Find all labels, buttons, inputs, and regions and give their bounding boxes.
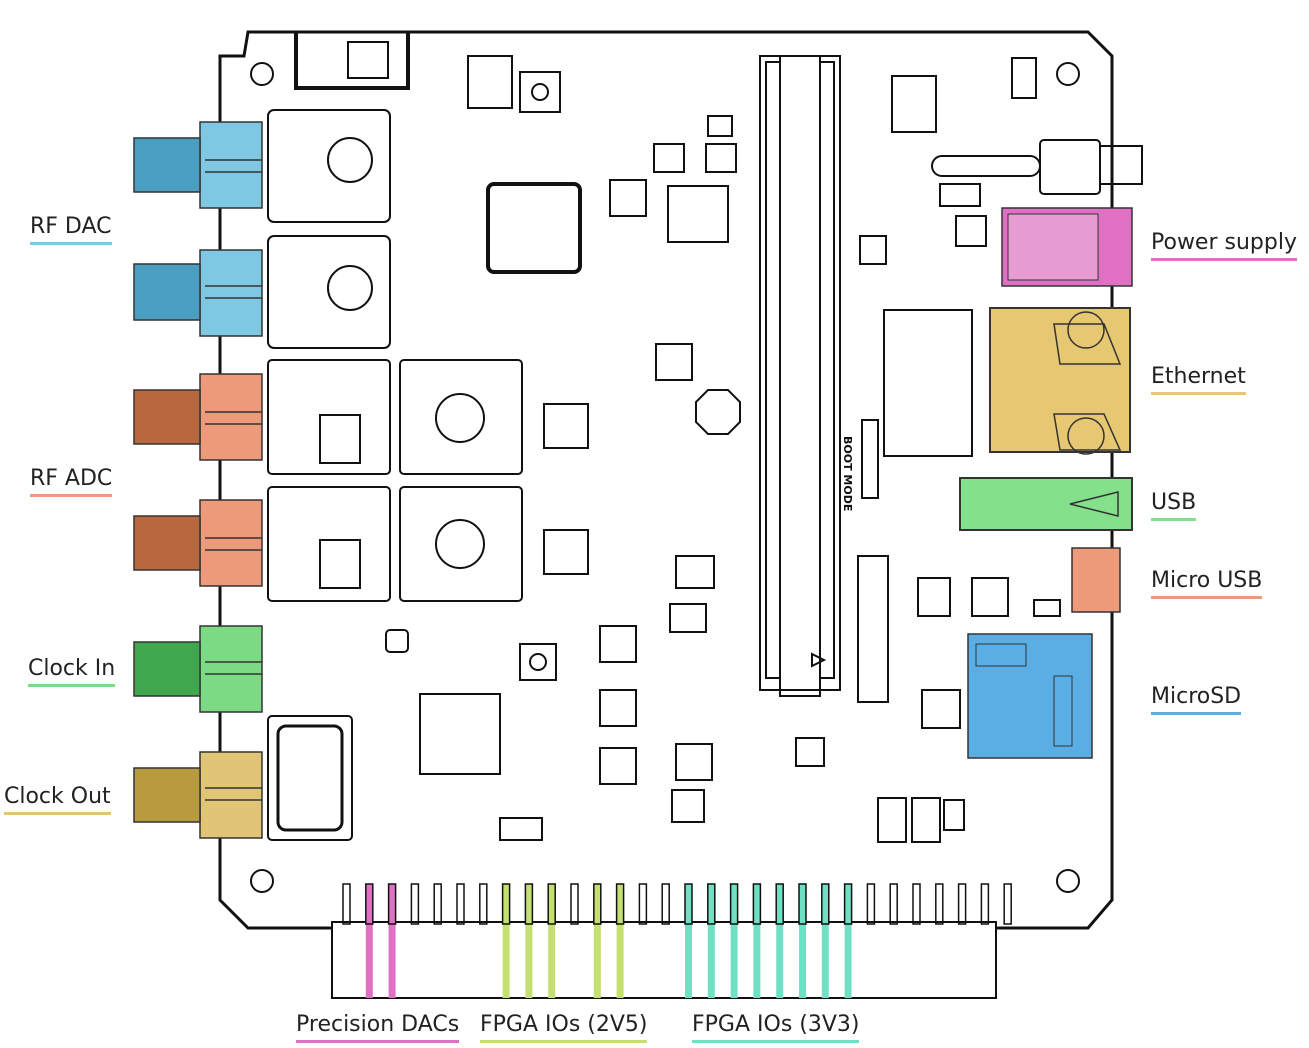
mount-hole	[1056, 869, 1080, 893]
header-pin	[821, 883, 830, 925]
header-pin-highlight	[844, 884, 852, 998]
usb-connector	[959, 477, 1133, 531]
header-pin	[342, 883, 351, 925]
header-pin-highlight	[685, 884, 692, 998]
rf-dac-shield-1	[267, 109, 391, 223]
micro-usb-connector	[1071, 547, 1121, 613]
label-rf-adc: RF ADC	[30, 466, 113, 497]
header-pin	[524, 883, 534, 925]
power-switch	[931, 139, 1143, 195]
header-pin	[935, 883, 944, 925]
oscillator	[267, 715, 353, 841]
clock-in-connector	[133, 625, 263, 713]
header-pin	[866, 883, 876, 925]
header-pin	[798, 883, 807, 925]
label-micro-usb: Micro USB	[1151, 568, 1263, 599]
label-power-supply: Power supply	[1151, 230, 1297, 261]
header-pin-highlight	[753, 884, 761, 998]
ethernet-connector	[989, 307, 1131, 455]
header-pin	[365, 883, 374, 925]
mount-hole	[250, 869, 274, 893]
header-pin-highlight	[548, 884, 556, 998]
header-pins	[342, 883, 1012, 998]
label-rf-dac: RF DAC	[30, 214, 112, 245]
header-pin-highlight	[799, 884, 806, 998]
label-fpga-ios-3v3: FPGA IOs (3V3)	[692, 1012, 860, 1043]
header-pin	[889, 883, 898, 925]
label-microsd: MicroSD	[1151, 684, 1242, 715]
header-pin	[410, 883, 420, 925]
label-ethernet: Ethernet	[1151, 364, 1246, 395]
rf-dac-shield-2	[267, 235, 391, 349]
gpio-header	[331, 921, 997, 999]
header-pin	[615, 883, 625, 925]
sodimm-connector	[759, 55, 841, 697]
header-pin-highlight	[707, 884, 715, 998]
header-pin-highlight	[730, 884, 738, 998]
header-pin-highlight	[821, 884, 829, 998]
label-usb: USB	[1151, 490, 1197, 521]
rf-adc-connector-2	[133, 499, 263, 587]
fpga-chip	[486, 182, 582, 274]
header-pin	[684, 883, 693, 925]
header-pin-highlight	[525, 884, 533, 998]
microsd-connector	[967, 633, 1093, 759]
header-pin	[638, 883, 648, 925]
header-pin	[957, 883, 967, 925]
header-pin	[547, 883, 556, 925]
header-pin-highlight	[593, 884, 601, 998]
header-pin-highlight	[365, 884, 373, 998]
header-pin-highlight	[616, 884, 624, 998]
label-precision-dacs: Precision DACs	[296, 1012, 460, 1043]
mount-hole	[1056, 62, 1080, 86]
header-pin	[661, 883, 670, 925]
label-clock-in: Clock In	[28, 656, 116, 687]
rf-adc-connector-1	[133, 373, 263, 461]
header-pin-highlight	[388, 884, 396, 998]
header-pin	[479, 883, 488, 925]
header-pin-highlight	[776, 884, 784, 998]
rf-dac-connector-1	[133, 121, 263, 209]
header-pin	[912, 883, 921, 925]
label-clock-out: Clock Out	[4, 784, 111, 815]
header-pin	[501, 883, 511, 925]
header-pin	[729, 883, 739, 925]
rf-dac-connector-2	[133, 249, 263, 337]
header-pin	[1003, 883, 1012, 925]
header-pin-highlight	[502, 884, 510, 998]
header-pin	[775, 883, 784, 925]
header-pin	[387, 883, 397, 925]
boot-mode-text: BOOT MODE	[841, 436, 854, 511]
header-pin	[433, 883, 442, 925]
header-pin	[752, 883, 762, 925]
header-pin	[593, 883, 602, 925]
rf-adc-shields	[267, 359, 523, 602]
clock-out-connector	[133, 751, 263, 839]
header-pin	[707, 883, 716, 925]
header-pin	[980, 883, 990, 925]
header-pin	[456, 883, 465, 925]
mount-hole	[250, 62, 274, 86]
header-pin	[843, 883, 853, 925]
header-pin	[570, 883, 579, 925]
label-fpga-ios-2v5: FPGA IOs (2V5)	[480, 1012, 648, 1043]
